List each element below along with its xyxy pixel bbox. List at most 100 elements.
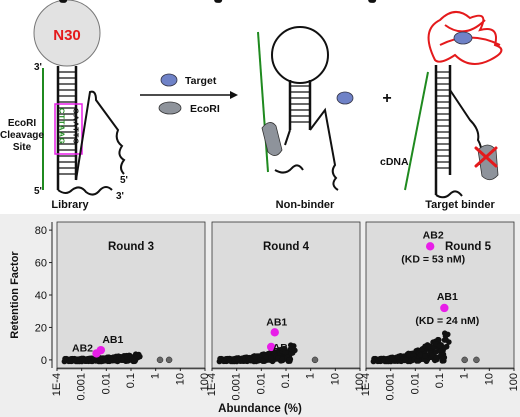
- x-tick-label: 0.1: [434, 373, 446, 388]
- target-icon: [160, 73, 178, 87]
- library-label: Library: [51, 199, 89, 211]
- panel-frame: [211, 221, 361, 369]
- plus-sign: +: [382, 90, 391, 107]
- y-tick-label: 60: [35, 258, 47, 270]
- x-tick-label: 0.01: [409, 373, 421, 394]
- target-label: Target: [185, 75, 217, 87]
- population-point: [402, 356, 409, 363]
- nonbinder-enzyme: [261, 122, 283, 156]
- kd-label: (KD = 53 nM): [401, 253, 465, 265]
- aptamer-label: AB2: [273, 342, 294, 354]
- binder-construct: cDNA Target binder: [380, 11, 503, 211]
- x-tick-label: 1E-4: [360, 373, 372, 396]
- aptamer-label: AB2: [72, 342, 93, 354]
- blocked-x-icon: [474, 146, 498, 168]
- x-tick-label: 0.001: [76, 373, 88, 401]
- aptamer-label: AB1: [102, 334, 123, 346]
- site-label-line2: Cleavage: [0, 130, 44, 141]
- binder-label: Target binder: [425, 199, 495, 211]
- cleavage-site-box: [54, 103, 83, 155]
- population-point: [443, 337, 449, 343]
- population-point: [234, 356, 241, 362]
- population-point: [406, 352, 413, 359]
- nonbinder-cdna: [257, 31, 269, 173]
- five-prime-tail: 5': [120, 175, 128, 186]
- n30-label: N30: [53, 27, 81, 44]
- panel-title: Round 3: [108, 241, 154, 253]
- y-tick-label: 0: [41, 355, 47, 367]
- library-bottom-tail: [57, 186, 113, 196]
- nonbinder-free-target: [336, 91, 354, 105]
- x-tick-label: 100: [508, 373, 520, 391]
- x-axis-label: Abundance (%): [218, 403, 302, 415]
- reaction-arrowhead: [230, 91, 238, 99]
- three-prime-top: 3': [34, 62, 42, 73]
- population-point: [388, 355, 395, 362]
- population-point: [134, 353, 140, 359]
- outlier-point: [311, 356, 319, 364]
- binder-cdna-line: [404, 71, 429, 191]
- x-tick-label: 100: [354, 373, 366, 391]
- population-point: [79, 356, 86, 363]
- x-tick-label: 10: [329, 373, 341, 385]
- x-tick-label: 1E-4: [206, 373, 218, 396]
- population-point: [425, 344, 431, 350]
- aptamer-label: AB2: [423, 229, 444, 241]
- nonbinder-construct: Non-binder: [257, 26, 354, 211]
- reaction-arrow-group: Target EcoRI: [140, 73, 238, 115]
- nonbinder-label: Non-binder: [276, 199, 335, 211]
- population-point: [282, 349, 289, 356]
- enzyme-label: EcoRI: [190, 103, 220, 115]
- panel-frame: [56, 221, 206, 369]
- population-point: [417, 351, 424, 358]
- population-point: [61, 0, 67, 3]
- population-point: [436, 343, 443, 349]
- nonbinder-loop: [271, 26, 329, 84]
- population-point: [422, 353, 428, 359]
- seq-left: CTTAAG: [58, 108, 67, 145]
- aptamer-point-ab2: [425, 242, 435, 251]
- population-point: [370, 0, 376, 3]
- x-tick-label: 0.01: [255, 373, 267, 394]
- population-point: [263, 354, 270, 361]
- population-point: [289, 346, 295, 352]
- aptamer-label: AB1: [437, 291, 458, 303]
- x-tick-label: 0.01: [100, 373, 112, 394]
- x-tick-label: 1: [459, 373, 471, 379]
- bound-target-icon: [453, 31, 473, 45]
- ecori-icon: [158, 101, 182, 115]
- population-cloud: [59, 0, 143, 365]
- site-label-line3: Site: [13, 142, 32, 153]
- binder-base-pairs: [436, 71, 450, 169]
- population-point: [428, 352, 435, 359]
- population-point: [414, 358, 420, 364]
- population-point: [286, 356, 292, 363]
- aptamer-point-ab1: [270, 328, 279, 337]
- x-tick-label: 10: [174, 373, 186, 385]
- x-tick-label: 1: [305, 373, 317, 379]
- y-tick-label: 40: [35, 290, 47, 302]
- n30-loop: [33, 0, 101, 67]
- outlier-point: [165, 356, 173, 364]
- population-cloud: [214, 0, 298, 365]
- seq-right: GAATTC: [72, 108, 81, 145]
- y-axis-label: Retention Factor: [9, 251, 21, 339]
- population-point: [252, 354, 259, 361]
- x-tick-label: 1E-4: [51, 373, 63, 396]
- aptamer-label: AB1: [266, 316, 287, 328]
- x-tick-label: 10: [483, 373, 495, 385]
- outlier-point: [156, 356, 164, 364]
- three-prime-tail: 3': [116, 191, 124, 202]
- site-label-line1: EcoRI: [8, 118, 37, 129]
- population-point: [97, 355, 104, 362]
- library-base-pairs: [58, 71, 76, 175]
- aptamer-point-ab1: [440, 303, 449, 313]
- aptamer-point-ab2: [92, 349, 101, 358]
- population-point: [268, 355, 274, 361]
- library-tail: [75, 90, 126, 181]
- population-point: [440, 355, 446, 362]
